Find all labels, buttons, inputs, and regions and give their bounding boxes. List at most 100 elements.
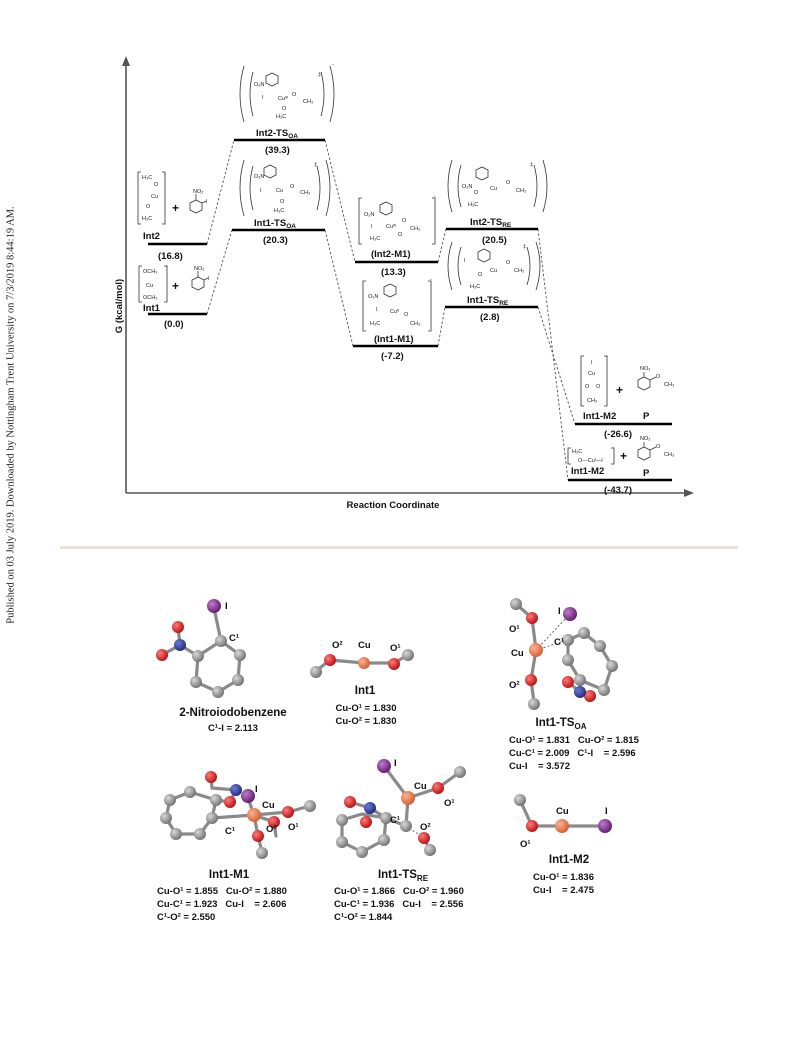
svg-text:I: I — [208, 276, 210, 282]
value-int1-m2: (-26.6) — [604, 429, 632, 440]
svg-text:Cu-I = 2.475: Cu-I = 2.475 — [533, 885, 595, 896]
svg-text:C¹-I = 2.113: C¹-I = 2.113 — [208, 723, 258, 734]
svg-text:Cu: Cu — [490, 186, 497, 192]
svg-text:O: O — [506, 180, 511, 186]
svg-text:Cu: Cu — [358, 640, 371, 651]
svg-text:-: - — [606, 354, 608, 360]
label-int1-m1: (Int1-M1) — [374, 334, 414, 345]
svg-text:Cu: Cu — [556, 806, 569, 817]
svg-text:O: O — [402, 218, 407, 224]
svg-text:H₃C: H₃C — [470, 284, 480, 290]
svg-text:O¹: O¹ — [444, 798, 455, 809]
svg-text:H₃C: H₃C — [468, 202, 478, 208]
svg-text:O: O — [404, 312, 409, 318]
svg-text:O: O — [290, 184, 295, 190]
svg-text:O—Cuᴵ—I: O—Cuᴵ—I — [578, 457, 603, 464]
svg-text:O₂N: O₂N — [462, 184, 472, 190]
svg-text:Cu-O¹ = 1.831 Cu-O² = 1.815: Cu-O¹ = 1.831 Cu-O² = 1.815 — [509, 735, 640, 746]
svg-text:Cu-C¹ = 1.936 Cu-I = 2.55: Cu-C¹ = 1.936 Cu-I = 2.556 — [334, 899, 463, 910]
svg-text:O: O — [398, 232, 403, 238]
label-int2: Int2 — [143, 231, 160, 242]
svg-text:O₂N: O₂N — [254, 82, 264, 88]
struct-int1: OCH₃ Cu OCH₃ - + NO₂ I — [138, 264, 210, 303]
x-axis-label: Reaction Coordinate — [347, 500, 440, 511]
svg-text:O: O — [478, 272, 483, 278]
struct-int2-ts-re: O₂N O Cu O CH₃ H₃C ‡ — [447, 159, 548, 213]
svg-text:O: O — [292, 92, 297, 98]
struct-int1-m1: O₂N I Cuᴵᴵ O CH₃ H₃C - — [362, 277, 432, 332]
svg-text:-: - — [166, 264, 168, 270]
svg-text:H₃C: H₃C — [276, 114, 286, 120]
y-axis-arrow — [122, 56, 130, 66]
value-int2-ts-re: (20.5) — [482, 235, 507, 246]
label-int1-ts-oa: Int1-TSOA — [254, 218, 296, 230]
svg-text:O₂N: O₂N — [254, 174, 264, 180]
svg-text:O: O — [585, 384, 590, 390]
svg-text:CH₃: CH₃ — [514, 268, 524, 274]
svg-text:Cu: Cu — [276, 188, 283, 194]
svg-text:O: O — [282, 106, 287, 112]
label-int2-m1: (Int2-M1) — [371, 249, 411, 260]
value-int2-ts-oa: (39.3) — [265, 145, 290, 156]
svg-text:O²: O² — [509, 680, 520, 691]
value-int2-m2: (-43.7) — [604, 485, 632, 496]
svg-text:+: + — [172, 279, 179, 293]
svg-text:Int1: Int1 — [355, 685, 376, 697]
connector-lines — [206, 139, 576, 481]
svg-text:H₃C: H₃C — [370, 236, 380, 242]
svg-text:Cu-C¹ = 1.923 Cu-I = 2.60: Cu-C¹ = 1.923 Cu-I = 2.606 — [157, 899, 286, 910]
svg-text:I: I — [605, 806, 608, 817]
svg-text:O: O — [280, 199, 285, 205]
svg-text:I: I — [260, 188, 262, 194]
value-int2: (16.8) — [158, 251, 183, 262]
geometry-int1-m2: Cu I O¹ Int1-M2 Cu-O¹ = 1.836 Cu-I = 2.4… — [514, 794, 612, 896]
divider — [60, 546, 738, 549]
svg-text:O₂N: O₂N — [364, 212, 374, 218]
svg-text:Cu-O¹ = 1.866 Cu-O² = 1.960: Cu-O¹ = 1.866 Cu-O² = 1.960 — [334, 886, 464, 897]
label-int2-m2: Int1-M2 — [571, 466, 604, 477]
svg-text:Cu: Cu — [588, 371, 595, 377]
svg-text:CH₃: CH₃ — [303, 99, 313, 105]
geometry-int1-m1: I Cu C¹ O² O¹ Int1-M1 Cu-O¹ = 1.855 Cu-O… — [157, 771, 316, 923]
svg-text:Cu-O¹ = 1.830: Cu-O¹ = 1.830 — [336, 703, 397, 714]
svg-text:Cu-O¹ = 1.836: Cu-O¹ = 1.836 — [533, 872, 594, 883]
svg-text:Cu-I = 3.572: Cu-I = 3.572 — [509, 761, 570, 772]
svg-text:-: - — [332, 62, 334, 68]
svg-text:‡: ‡ — [530, 162, 533, 168]
svg-text:H₃C: H₃C — [142, 175, 152, 181]
svg-text:O¹: O¹ — [390, 643, 401, 654]
x-axis-arrow — [684, 489, 694, 497]
svg-text:C¹: C¹ — [225, 826, 235, 837]
svg-text:2-Nitroiodobenzene: 2-Nitroiodobenzene — [179, 707, 286, 719]
svg-text:O²: O² — [266, 824, 277, 835]
value-int1-ts-re: (2.8) — [480, 312, 500, 323]
svg-text:Cuᴵᴵᴵ: Cuᴵᴵᴵ — [386, 223, 396, 230]
svg-text:Cu: Cu — [511, 648, 524, 659]
svg-text:C¹: C¹ — [390, 815, 400, 826]
svg-text:I: I — [206, 199, 208, 205]
svg-text:CH₃: CH₃ — [300, 190, 310, 196]
svg-text:O¹: O¹ — [509, 624, 520, 635]
svg-text:Int1-M1: Int1-M1 — [209, 869, 250, 881]
svg-text:O¹: O¹ — [520, 839, 531, 850]
svg-text:OCH₃: OCH₃ — [143, 295, 157, 301]
struct-int2-ts-oa: O₂N I Cuᴵᴵᴵ O CH₃ O H₃C ‡ - — [239, 62, 335, 123]
svg-text:O¹: O¹ — [288, 822, 299, 833]
svg-text:-: - — [430, 277, 432, 283]
svg-text:O: O — [656, 444, 661, 450]
value-int1-ts-oa: (20.3) — [263, 235, 288, 246]
svg-text:I: I — [376, 307, 378, 313]
svg-text:‡: ‡ — [314, 162, 317, 168]
svg-text:+: + — [172, 201, 179, 215]
svg-text:Cu: Cu — [490, 268, 497, 274]
value-int2-m1: (13.3) — [381, 267, 406, 278]
energy-diagram: G (kcal/mol) Reaction Coordinate Int1 (0… — [114, 56, 694, 511]
svg-text:-: - — [164, 172, 166, 178]
label-product-1: P — [643, 411, 650, 422]
svg-text:-: - — [613, 445, 615, 451]
svg-text:Int1-TSRE: Int1-TSRE — [378, 869, 429, 883]
svg-text:Int1-M2: Int1-M2 — [549, 854, 589, 866]
svg-text:Cu-C¹ = 2.009 C¹-I = 2.59: Cu-C¹ = 2.009 C¹-I = 2.596 — [509, 748, 636, 759]
struct-int2: H₃C O Cu O H₃C - + NO₂ I — [137, 171, 208, 225]
